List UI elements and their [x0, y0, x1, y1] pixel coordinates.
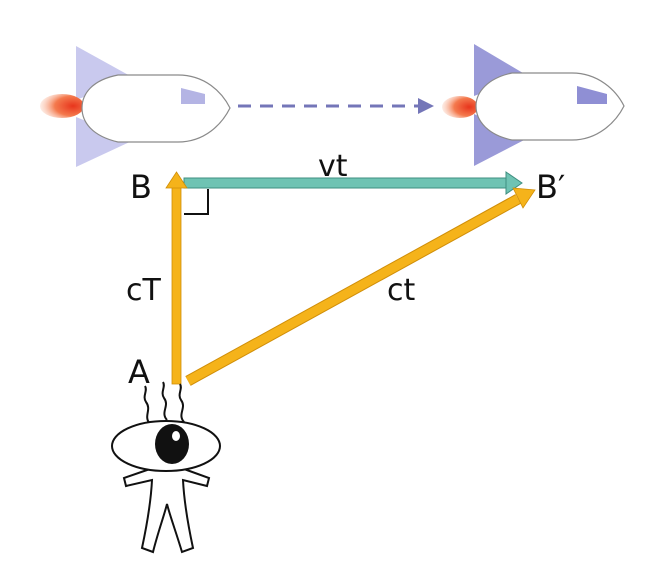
cT-arrow: [165, 171, 188, 385]
label-point-b-prime: B′: [536, 168, 566, 206]
eyelash-left: [143, 385, 151, 425]
rocket-left-bottom-fin: [76, 117, 134, 167]
observer-pupil: [155, 424, 189, 464]
motion-arrow: [238, 98, 434, 114]
rocket-left-window: [181, 88, 205, 104]
rocket-right-body: [475, 72, 625, 141]
label-point-b: B: [130, 168, 152, 206]
eyelash-middle: [161, 381, 168, 421]
rocket-left-flame-icon: [40, 94, 84, 118]
rocket-right-top-fin: [474, 44, 528, 96]
right-angle-marker-icon: [184, 189, 209, 215]
observer-eye-figure-icon: [111, 381, 221, 554]
label-vt: vt: [318, 149, 348, 184]
observer-pupil-highlight: [172, 431, 180, 441]
rocket-left-body: [81, 74, 231, 143]
rocket-right-flame-icon: [442, 96, 478, 118]
rocket-right-icon: [442, 44, 625, 166]
eyelash-right: [178, 383, 185, 423]
label-cT: cT: [126, 273, 161, 308]
vt-arrow: [183, 171, 523, 195]
ct-arrow: [185, 187, 536, 386]
rocket-left-top-fin: [76, 46, 134, 100]
observer-body: [122, 468, 211, 554]
label-point-a: A: [128, 353, 150, 391]
rocket-right-window: [577, 86, 607, 104]
rocket-left-icon: [40, 46, 231, 167]
label-ct: ct: [387, 273, 416, 308]
